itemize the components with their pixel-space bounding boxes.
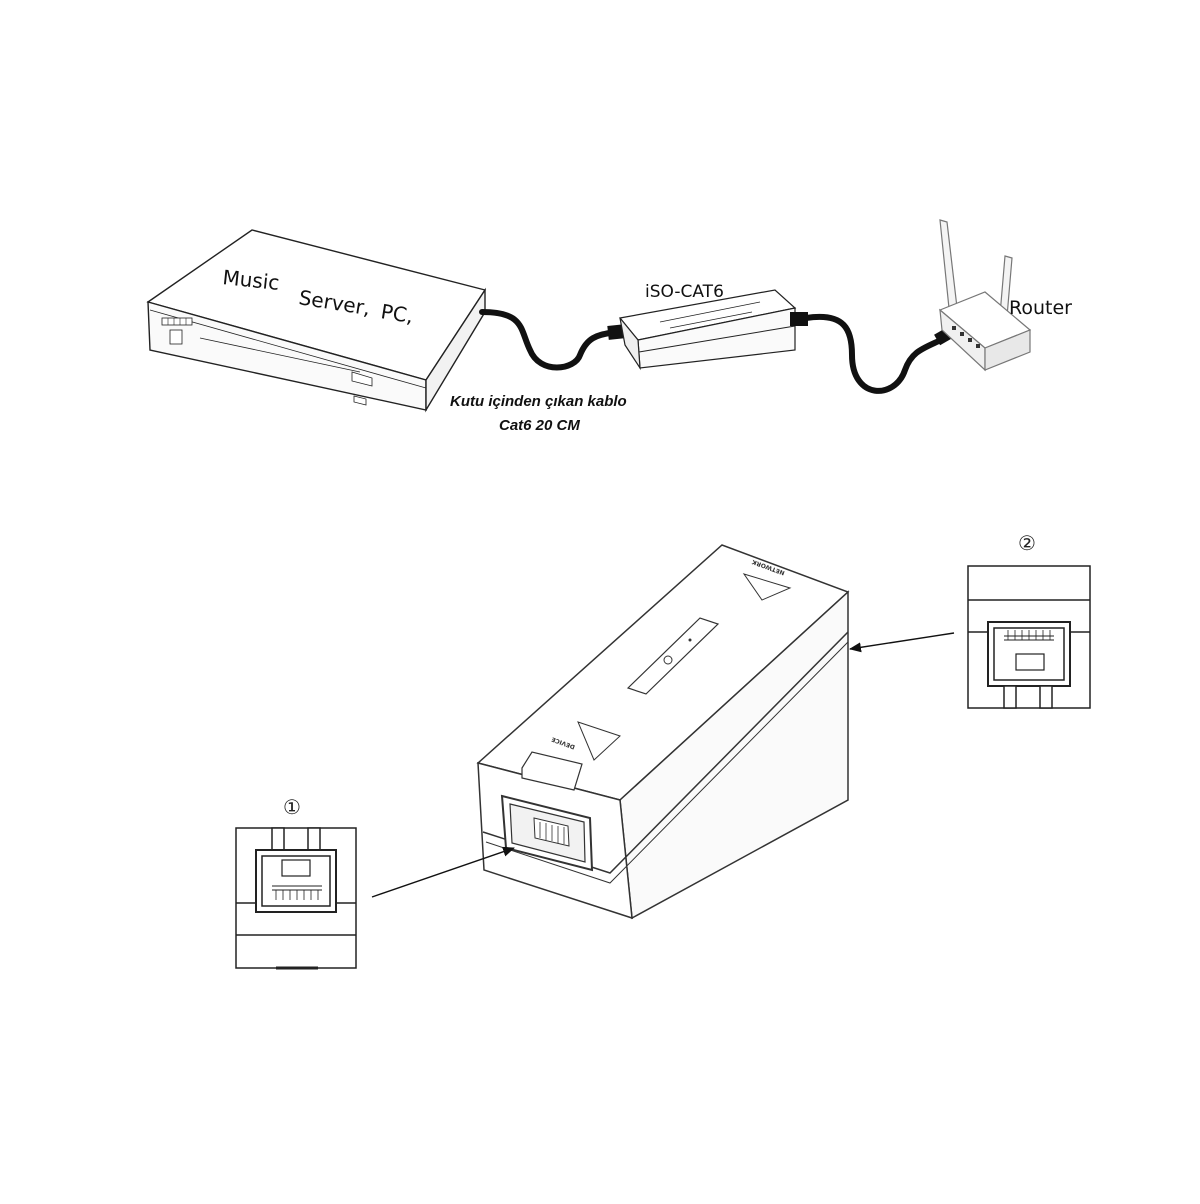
cable-note-line1: Kutu içinden çıkan kablo <box>450 393 627 410</box>
led-indicator <box>663 655 673 665</box>
label-router: Router <box>1009 297 1072 319</box>
music-server-device <box>146 229 487 413</box>
server-logo-mark <box>169 329 183 345</box>
port-detail-1 <box>235 827 357 970</box>
device-triangle-marker <box>577 721 621 761</box>
port-number-1: ① <box>283 795 301 819</box>
cable-isolator-to-router <box>803 313 948 394</box>
label-iso-cat6: iSO-CAT6 <box>645 282 724 302</box>
led-panel <box>626 617 720 695</box>
plug-right <box>790 312 808 326</box>
isolator-end-face <box>619 317 641 371</box>
router-device <box>938 219 1032 372</box>
cable-note-line2: Cat6 20 CM <box>499 417 580 434</box>
cable-server-to-isolator <box>479 309 618 371</box>
network-triangle-marker <box>742 573 792 601</box>
arrow-1 <box>371 846 515 898</box>
label-music: Music <box>221 265 280 295</box>
port-number-2: ② <box>1018 531 1036 555</box>
isolator-device-small <box>618 289 797 371</box>
server-led-strip <box>161 317 193 326</box>
label-pc: PC, <box>379 299 415 328</box>
router-side-face <box>984 329 1031 371</box>
arrow-2 <box>849 632 955 653</box>
port-detail-2 <box>967 565 1091 709</box>
isolator-device-large <box>476 544 850 920</box>
